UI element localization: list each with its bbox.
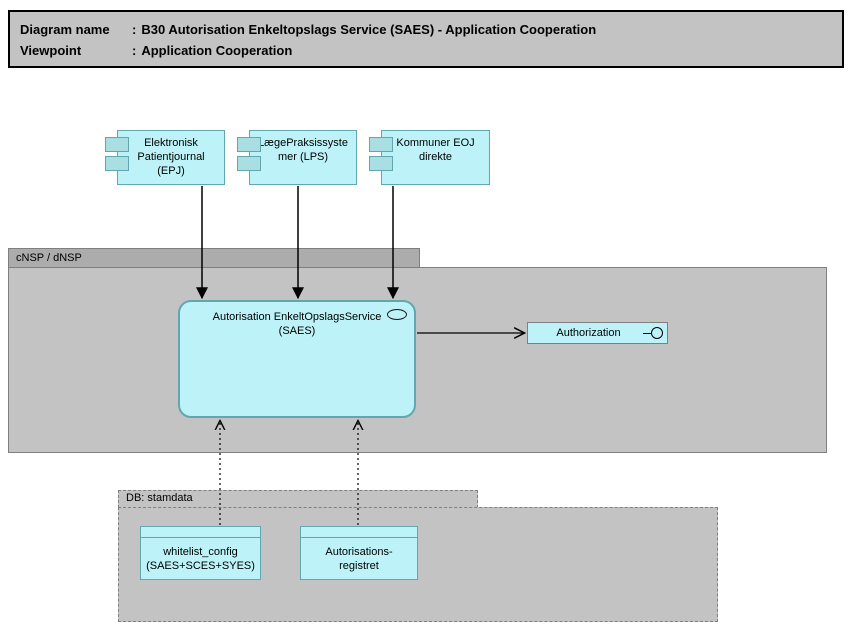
component-epj: Elektronisk Patientjournal (EPJ) [105, 130, 225, 185]
data-object-band [301, 527, 417, 538]
data-object-autorisationsregistret-label: Autorisations- registret [325, 546, 393, 572]
application-service-icon [387, 309, 407, 320]
service-saes: Autorisation EnkeltOpslagsService (SAES) [178, 300, 416, 418]
viewpoint-text: Application Cooperation [141, 43, 293, 58]
group-cnsp-body [8, 267, 827, 453]
lollipop-circle [651, 327, 663, 339]
title-line-viewpoint: Viewpoint: Application Cooperation [20, 40, 842, 61]
viewpoint-label: Viewpoint [20, 43, 82, 58]
component-tab-icon [105, 137, 129, 152]
title-label: Diagram name [20, 22, 110, 37]
title-separator: : [132, 22, 137, 37]
component-kommuner-eoj: Kommuner EOJ direkte [369, 130, 490, 185]
component-tab-icon [237, 156, 261, 171]
diagram-name-text: B30 Autorisation Enkeltopslags Service (… [141, 22, 597, 37]
component-tab-icon [105, 156, 129, 171]
data-object-whitelist-config: whitelist_config (SAES+SCES+SYES) [140, 526, 261, 580]
data-object-whitelist-label: whitelist_config (SAES+SCES+SYES) [146, 546, 255, 572]
interface-authorization-label: Authorization [556, 327, 621, 339]
interface-lollipop-icon [643, 327, 663, 339]
interface-authorization: Authorization [527, 322, 668, 344]
group-db-stamdata-tab: DB: stamdata [118, 490, 478, 508]
title-line-diagram-name: Diagram name: B30 Autorisation Enkeltopsl… [20, 19, 842, 40]
group-cnsp-tab: cNSP / dNSP [8, 248, 420, 268]
diagram-title-block: Diagram name: B30 Autorisation Enkeltopsl… [8, 10, 844, 68]
lollipop-stem [643, 332, 651, 334]
data-object-autorisationsregistret: Autorisations- registret [300, 526, 418, 580]
data-object-band [141, 527, 260, 538]
component-lps: LægePraksissyste mer (LPS) [237, 130, 357, 185]
component-tab-icon [237, 137, 261, 152]
viewpoint-separator: : [132, 43, 137, 58]
component-tab-icon [369, 137, 393, 152]
component-tab-icon [369, 156, 393, 171]
